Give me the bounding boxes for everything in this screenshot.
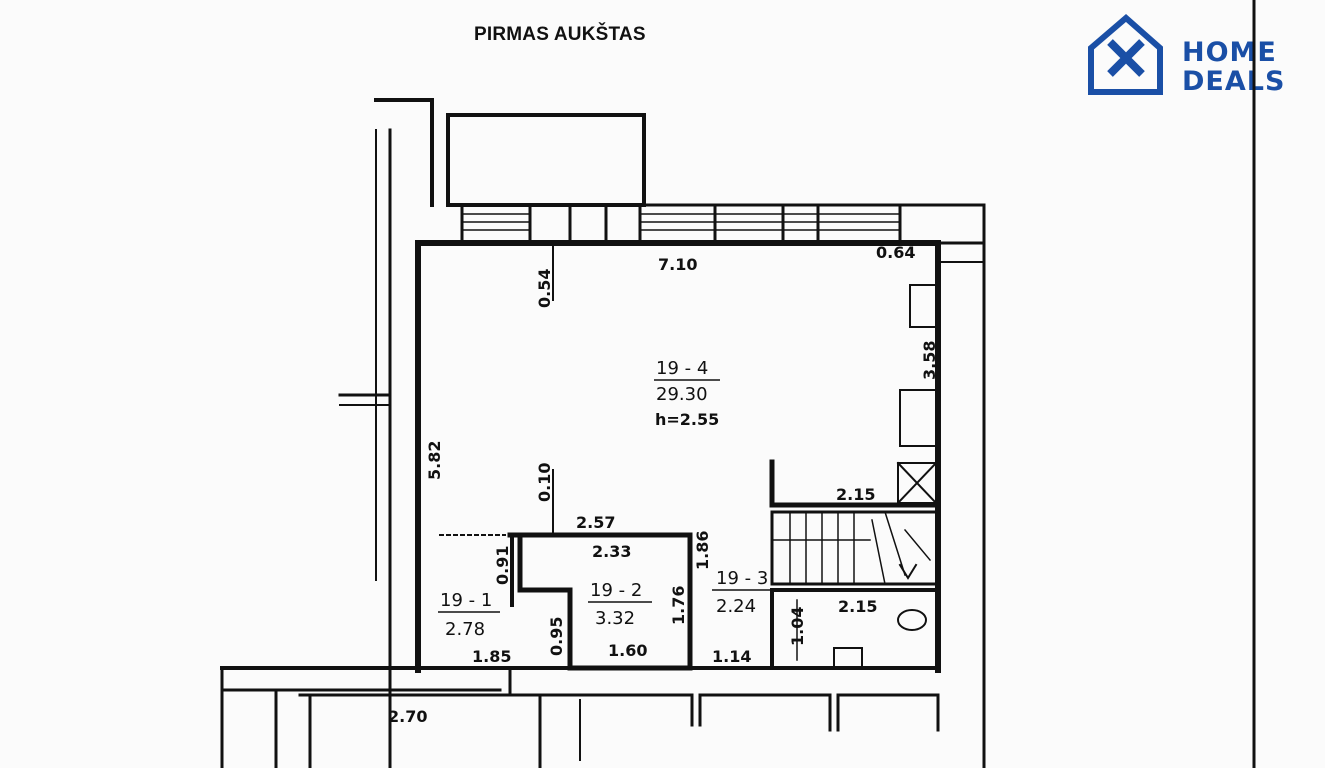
brand-line-2: DEALS <box>1182 66 1286 97</box>
dim-2-15-bottom: 2.15 <box>838 597 877 616</box>
svg-text:3.32: 3.32 <box>595 608 635 629</box>
dim-0-64: 0.64 <box>876 243 915 262</box>
toilet <box>897 609 927 631</box>
dim-3-58: 3.58 <box>920 341 939 380</box>
dim-1-04: 1.04 <box>788 607 807 646</box>
dim-0-95: 0.95 <box>547 617 566 656</box>
sink <box>899 389 937 447</box>
dim-0-10: 0.10 <box>535 463 554 502</box>
dim-2-57: 2.57 <box>576 513 615 532</box>
svg-text:h=2.55: h=2.55 <box>655 410 719 429</box>
room-19-2-label: 19 - 2 3.32 <box>588 580 652 629</box>
svg-text:2.24: 2.24 <box>716 596 756 617</box>
home-deals-logo <box>1088 14 1163 95</box>
dim-2-70: 2.70 <box>388 707 427 726</box>
dim-1-86: 1.86 <box>693 531 712 570</box>
kitchen-counter <box>909 284 937 328</box>
dim-2-15-top: 2.15 <box>836 485 875 504</box>
room-19-1-label: 19 - 1 2.78 <box>438 590 500 640</box>
brand-name: HOME DEALS <box>1182 38 1285 96</box>
brand-line-1: HOME <box>1182 37 1277 68</box>
shower-tray <box>833 647 863 669</box>
window-band <box>460 203 986 245</box>
staircase <box>770 510 940 586</box>
dim-0-91: 0.91 <box>493 546 512 585</box>
dim-0-54: 0.54 <box>535 269 554 308</box>
dim-1-14: 1.14 <box>712 647 751 666</box>
dim-7-10: 7.10 <box>658 255 697 274</box>
balcony-outline <box>374 98 434 207</box>
dim-2-33: 2.33 <box>592 542 631 561</box>
svg-text:29.30: 29.30 <box>656 384 708 405</box>
dim-1-60: 1.60 <box>608 641 647 660</box>
window-lines <box>461 213 901 231</box>
dim-1-76: 1.76 <box>669 586 688 625</box>
dim-1-85: 1.85 <box>472 647 511 666</box>
stair-steps <box>771 511 932 585</box>
svg-text:19 - 4: 19 - 4 <box>656 358 708 379</box>
plan-title: PIRMAS AUKŠTAS <box>474 24 646 45</box>
svg-text:2.78: 2.78 <box>445 619 485 640</box>
svg-text:19 - 2: 19 - 2 <box>590 580 642 601</box>
svg-text:19 - 1: 19 - 1 <box>440 590 492 611</box>
dim-5-82: 5.82 <box>425 441 444 480</box>
svg-text:19 - 3: 19 - 3 <box>716 568 768 589</box>
stair-wall <box>769 459 941 508</box>
room-19-3-label: 19 - 3 2.24 <box>712 568 772 617</box>
house-logo-icon <box>1088 14 1163 95</box>
room-19-4-label: 19 - 4 29.30 h=2.55 <box>654 358 720 429</box>
balcony-box <box>446 113 646 207</box>
